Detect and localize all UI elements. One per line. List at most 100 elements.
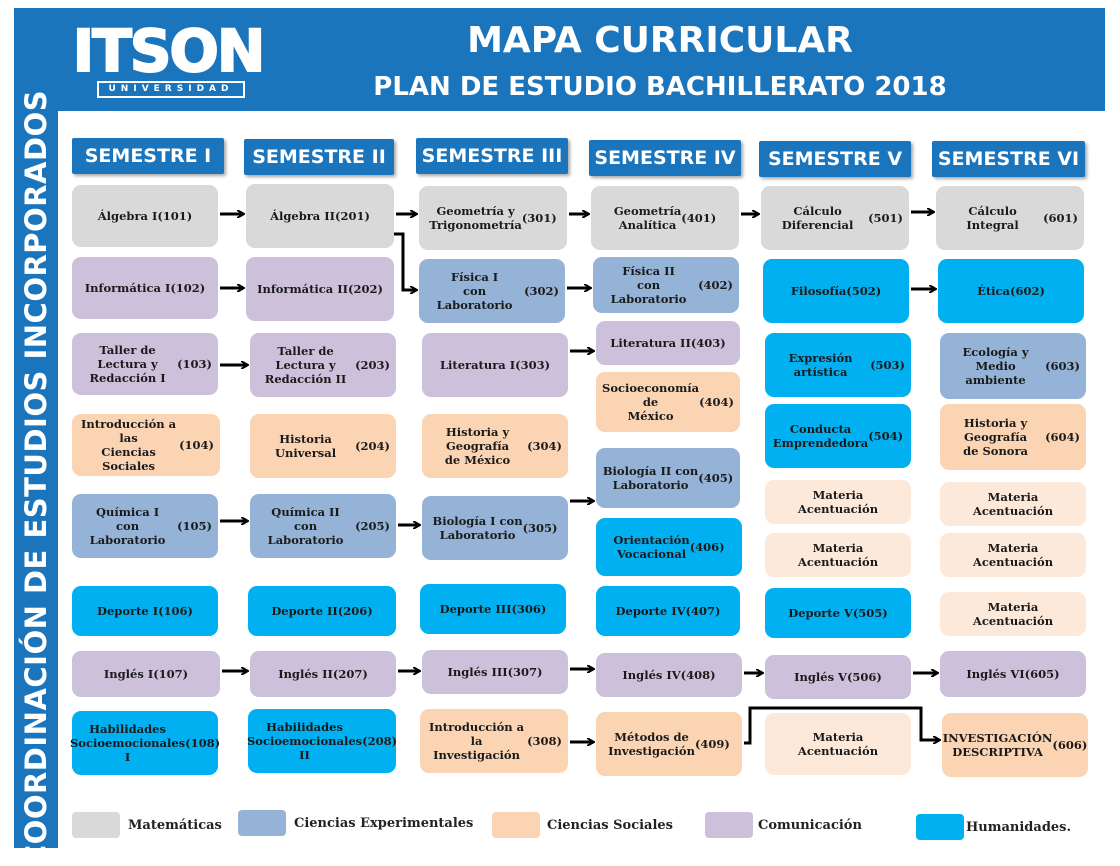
course-name: Historia y Geografía de México xyxy=(444,425,511,467)
course-code: (402) xyxy=(698,278,733,292)
course-name: Materia Acentuación xyxy=(972,541,1054,569)
course-box: Inglés I (107) xyxy=(72,651,220,697)
legend-swatch-matematicas xyxy=(72,812,120,838)
course-box: Historia y Geografía de Sonora (604) xyxy=(940,404,1086,470)
course-name: Historia y Geografía de Sonora xyxy=(963,416,1028,458)
course-code: (203) xyxy=(355,358,390,372)
logo-subtext: UNIVERSIDAD xyxy=(97,81,245,98)
course-code: (408) xyxy=(680,668,716,682)
course-code: (606) xyxy=(1052,738,1088,752)
course-name: Materia Acentuación xyxy=(972,490,1054,518)
course-name: Cálculo Integral xyxy=(966,204,1019,232)
course-name: Física II con Laboratorio xyxy=(610,264,687,306)
course-name: Introducción a las Ciencias Sociales xyxy=(81,417,177,473)
course-box: Geometría Analítica (401) xyxy=(591,186,739,250)
course-code: (105) xyxy=(177,519,212,533)
course-code: (301) xyxy=(521,211,557,225)
course-name: Informática I xyxy=(84,281,171,295)
semester-header-1: SEMESTRE I xyxy=(72,138,224,174)
course-box: Ética (602) xyxy=(938,259,1084,323)
course-box: Materia Acentuación xyxy=(940,592,1086,636)
course-code: (107) xyxy=(153,667,189,681)
course-box: Materia Acentuación xyxy=(765,713,911,775)
page-subtitle: PLAN DE ESTUDIO BACHILLERATO 2018 xyxy=(373,72,947,102)
course-box: Introducción a la Investigación (308) xyxy=(420,709,568,773)
course-name: Inglés II xyxy=(278,667,333,681)
legend-swatch-humanidades xyxy=(916,814,964,840)
course-code: (506) xyxy=(846,670,882,684)
course-name: Deporte I xyxy=(97,604,159,618)
sidebar-title: COORDINACIÓN DE ESTUDIOS INCORPORADOS xyxy=(19,89,53,866)
course-name: Álgebra I xyxy=(97,209,158,223)
legend-swatch-ciencias-sociales xyxy=(492,812,540,838)
course-box: Deporte I (106) xyxy=(72,586,218,636)
course-name: Literatura II xyxy=(610,336,691,350)
course-code: (102) xyxy=(170,281,206,295)
course-code: (204) xyxy=(355,439,390,453)
course-name: Biología II con Laboratorio xyxy=(602,464,699,492)
course-box: Deporte IV (407) xyxy=(596,586,740,636)
course-code: (305) xyxy=(522,521,558,535)
course-code: (104) xyxy=(179,438,214,452)
course-name: Geometría Analítica xyxy=(613,204,682,232)
legend-label: Matemáticas xyxy=(128,818,222,833)
course-name: Orientación Vocacional xyxy=(613,533,690,561)
course-name: Taller de Lectura y Redacción I xyxy=(89,343,166,385)
course-box: Materia Acentuación xyxy=(940,533,1086,577)
course-code: (605) xyxy=(1024,667,1060,681)
course-code: (401) xyxy=(681,211,717,225)
course-code: (503) xyxy=(870,358,905,372)
course-code: (307) xyxy=(507,665,543,679)
course-box: Filosofía (502) xyxy=(763,259,909,323)
course-box: Materia Acentuación xyxy=(940,482,1086,526)
course-code: (406) xyxy=(689,540,725,554)
course-box: Métodos de Investigación (409) xyxy=(596,712,742,776)
course-box: Química II con Laboratorio (205) xyxy=(250,494,396,558)
course-box: Habilidades Socioemocionales I (108) xyxy=(69,711,221,775)
course-name: Cálculo Diferencial xyxy=(781,204,854,232)
course-code: (501) xyxy=(868,211,903,225)
page-title: MAPA CURRICULAR xyxy=(467,20,853,61)
course-name: Física I con Laboratorio xyxy=(436,270,513,312)
course-box: Deporte III (306) xyxy=(420,584,566,634)
course-code: (304) xyxy=(527,439,562,453)
course-box: Taller de Lectura y Redacción I (103) xyxy=(72,333,218,395)
course-name: Historia Universal xyxy=(274,432,337,460)
course-box: Química I con Laboratorio (105) xyxy=(72,494,218,558)
course-name: Inglés I xyxy=(103,667,154,681)
course-box: Biología II con Laboratorio (405) xyxy=(596,448,740,508)
course-code: (108) xyxy=(185,736,221,750)
course-code: (404) xyxy=(699,395,734,409)
course-name: Materia Acentuación xyxy=(797,488,879,516)
course-box: Literatura II (403) xyxy=(596,321,740,365)
course-name: Inglés III xyxy=(447,665,508,679)
course-name: Habilidades Socioemocionales I xyxy=(69,722,186,764)
semester-header-6: SEMESTRE VI xyxy=(932,141,1085,177)
course-code: (403) xyxy=(690,336,726,350)
course-name: Deporte IV xyxy=(615,604,686,618)
course-code: (603) xyxy=(1045,359,1080,373)
course-name: Materia Acentuación xyxy=(797,730,879,758)
course-code: (306) xyxy=(511,602,547,616)
course-code: (208) xyxy=(362,734,398,748)
semester-header-4: SEMESTRE IV xyxy=(589,140,741,176)
course-code: (103) xyxy=(177,357,212,371)
course-code: (604) xyxy=(1045,430,1080,444)
course-code: (601) xyxy=(1043,211,1078,225)
course-box: Socioeconomía de México (404) xyxy=(596,372,740,432)
course-code: (308) xyxy=(527,734,562,748)
course-box: Expresión artística (503) xyxy=(765,333,911,397)
course-box: Introducción a las Ciencias Sociales (10… xyxy=(72,414,220,476)
legend-label: Ciencias Experimentales xyxy=(294,816,474,831)
course-box: Ecología y Medio ambiente (603) xyxy=(940,333,1086,399)
legend-swatch-ciencias-experimentales xyxy=(238,810,286,836)
course-code: (602) xyxy=(1010,284,1045,298)
arrow xyxy=(394,232,416,290)
course-box: Geometría y Trigonometría (301) xyxy=(419,186,567,250)
legend-label: Ciencias Sociales xyxy=(547,818,673,833)
course-name: Química II con Laboratorio xyxy=(267,505,344,547)
course-name: Inglés VI xyxy=(966,667,1025,681)
course-code: (303) xyxy=(515,358,551,372)
course-name: Inglés IV xyxy=(622,668,681,682)
course-box: INVESTIGACIÓN DESCRIPTIVA (606) xyxy=(942,713,1088,777)
